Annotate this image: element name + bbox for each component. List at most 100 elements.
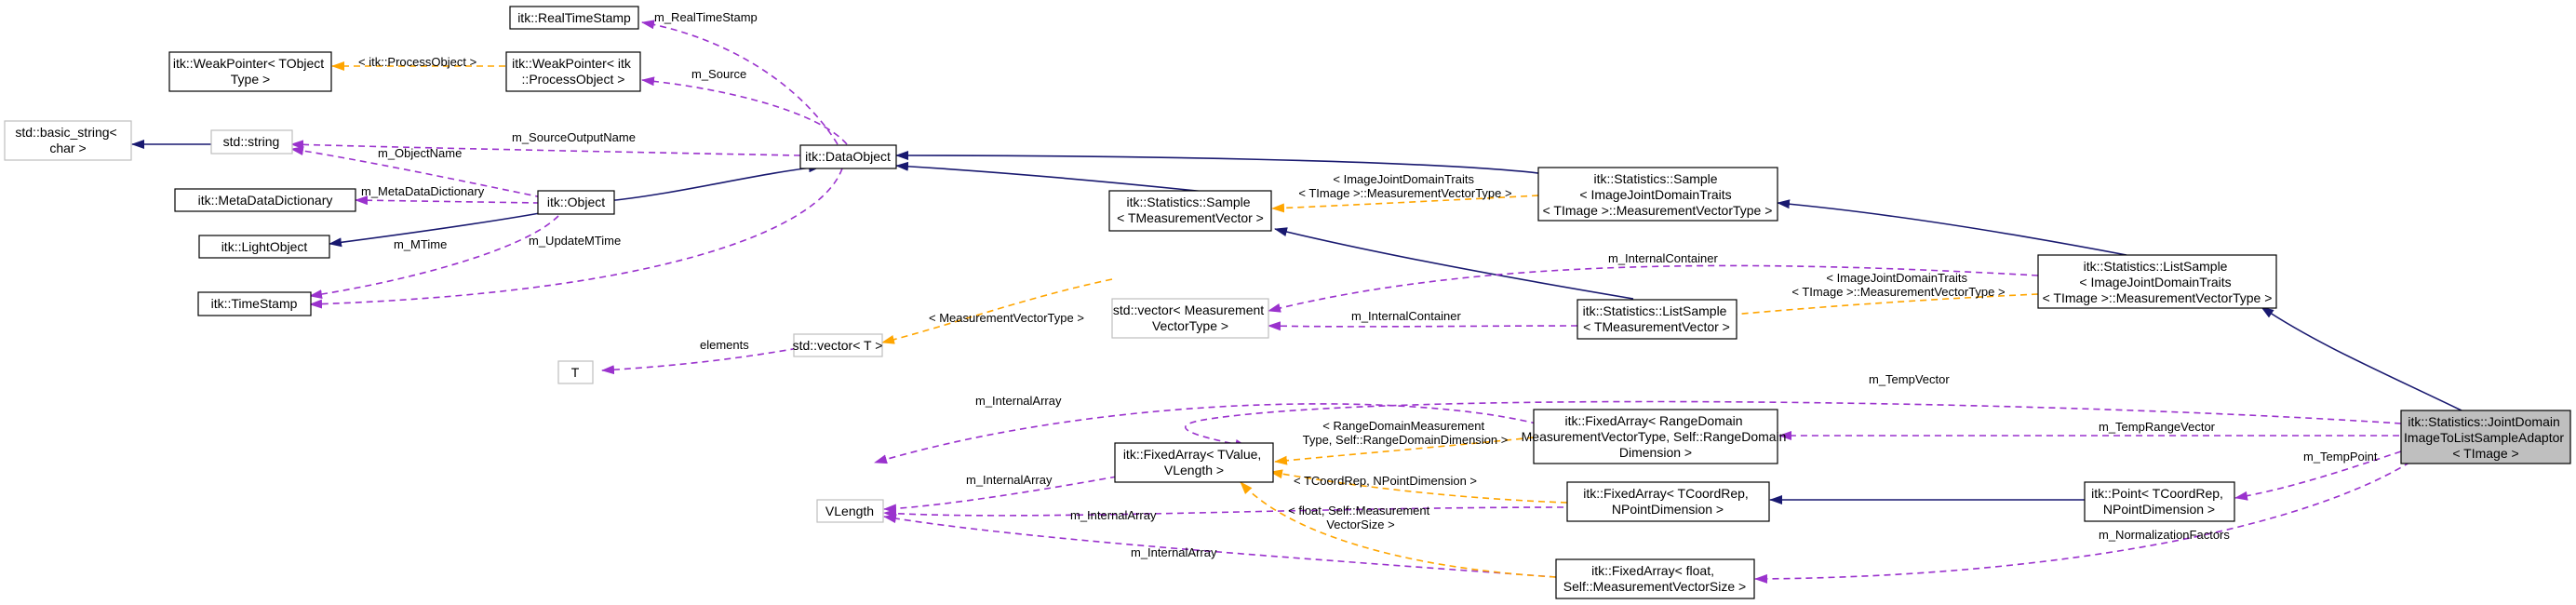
edge-inherit-listsample-joint-sample-joint — [1777, 199, 2127, 256]
node-basic-string[interactable]: std::basic_string< char > — [4, 120, 132, 161]
node-point-label: itk::Point< TCoordRep, NPointDimension > — [2091, 486, 2227, 517]
node-object[interactable]: itk::Object — [537, 190, 615, 215]
edge-member-internalcontainer-mid — [1268, 321, 1578, 331]
edge-member-elements — [601, 343, 820, 375]
label-tcoordrep-template: < TCoordRep, NPointDimension > — [1294, 474, 1477, 488]
node-fixedarray-tcoordrep[interactable]: itk::FixedArray< TCoordRep, NPointDimens… — [1566, 481, 1770, 522]
edge-member-internalarray-4 — [883, 514, 1557, 578]
edge-inherit-listsample-tmv-sample-tmv — [1274, 227, 1634, 300]
label-m-tempvector: m_TempVector — [1869, 372, 1950, 386]
node-std-vector-mvt[interactable]: std::vector< Measurement VectorType > — [1111, 298, 1269, 339]
node-fixedarray-float-line: itk::FixedArray< float, — [1591, 563, 1714, 578]
node-weakptr-tobject[interactable]: itk::WeakPointer< TObject Type > — [168, 51, 332, 92]
label-joint-traits-2-line: < ImageJointDomainTraits — [1826, 271, 1967, 285]
node-point-line: itk::Point< TCoordRep, — [2091, 486, 2223, 501]
node-fixedarray-tvalue[interactable]: itk::FixedArray< TValue, VLength > — [1114, 442, 1274, 483]
node-std-vector-mvt-line: std::vector< Measurement — [1113, 302, 1264, 317]
label-joint-traits-1: < ImageJointDomainTraits < TImage >::Mea… — [1298, 172, 1511, 200]
node-object-label: itk::Object — [547, 195, 605, 209]
edge-labels: m_RealTimeStamp < itk::ProcessObject > m… — [358, 10, 2378, 559]
node-lightobject[interactable]: itk::LightObject — [198, 235, 330, 259]
label-processobject: < itk::ProcessObject > — [358, 55, 476, 69]
node-basic-string-label: std::basic_string< char > — [15, 125, 120, 155]
node-adaptor-line: < TImage > — [2452, 446, 2518, 461]
node-fixedarray-tcoordrep-label: itk::FixedArray< TCoordRep, NPointDimens… — [1583, 486, 1751, 517]
node-sample-joint[interactable]: itk::Statistics::Sample < ImageJointDoma… — [1537, 167, 1778, 222]
edge-member-normalizationfactors — [1754, 455, 2421, 584]
edge-member-internalarray-2 — [883, 476, 1118, 514]
label-float-template: < float, Self::Measurement VectorSize > — [1288, 504, 1433, 531]
edge-template-float — [1240, 481, 1557, 578]
node-fixedarray-range-line: itk::FixedArray< RangeDomain — [1565, 413, 1743, 428]
node-fixedarray-tcoordrep-line: NPointDimension > — [1612, 502, 1724, 517]
node-lightobject-label: itk::LightObject — [221, 239, 308, 254]
label-joint-traits-2-line: < TImage >::MeasurementVectorType > — [1791, 285, 2005, 299]
node-t[interactable]: T — [557, 360, 594, 384]
node-fixedarray-range[interactable]: itk::FixedArray< RangeDomain Measurement… — [1522, 409, 1791, 464]
node-adaptor-label: itk::Statistics::JointDomain ImageToList… — [2404, 414, 2568, 461]
node-fixedarray-range-line: MeasurementVectorType, Self::RangeDomain — [1522, 429, 1787, 444]
label-range-template-line: < RangeDomainMeasurement — [1322, 419, 1484, 433]
node-timestamp[interactable]: itk::TimeStamp — [197, 291, 312, 316]
edge-member-internalarray-3 — [883, 506, 1564, 518]
node-basic-string-line: std::basic_string< — [15, 125, 116, 140]
node-listsample-tmv[interactable]: itk::Statistics::ListSample < TMeasureme… — [1576, 299, 1737, 340]
label-joint-traits-1-line: < TImage >::MeasurementVectorType > — [1298, 186, 1511, 200]
edge-member-metadatadictionary — [355, 195, 541, 206]
node-fixedarray-float[interactable]: itk::FixedArray< float, Self::Measuremen… — [1555, 558, 1755, 599]
label-m-temprangevector: m_TempRangeVector — [2099, 420, 2216, 434]
node-listsample-joint-line: itk::Statistics::ListSample — [2084, 259, 2228, 274]
edge-inherit-object-lightobject — [329, 212, 541, 248]
node-realtimestamp[interactable]: itk::RealTimeStamp — [509, 6, 639, 30]
label-m-internalarray-3: m_InternalArray — [1070, 508, 1157, 522]
node-adaptor-line: itk::Statistics::JointDomain — [2408, 414, 2559, 429]
node-std-string[interactable]: std::string — [210, 129, 293, 155]
node-weakptr-processobject-label: itk::WeakPointer< itk ::ProcessObject > — [512, 56, 635, 87]
label-m-temppoint: m_TempPoint — [2303, 450, 2378, 464]
node-metadatadictionary[interactable]: itk::MetaDataDictionary — [174, 188, 356, 212]
node-listsample-joint[interactable]: itk::Statistics::ListSample < ImageJoint… — [2037, 254, 2277, 309]
edge-template-range — [1274, 437, 1535, 465]
edge-member-internalcontainer-top — [1268, 264, 2039, 313]
label-range-template: < RangeDomainMeasurement Type, Self::Ran… — [1303, 419, 1509, 447]
node-t-label: T — [571, 365, 580, 380]
node-vlength[interactable]: VLength — [816, 499, 884, 523]
label-float-template-line: < float, Self::Measurement — [1288, 504, 1429, 518]
label-m-source: m_Source — [691, 67, 746, 81]
label-m-realtimestamp: m_RealTimeStamp — [654, 10, 758, 24]
node-vlength-label: VLength — [825, 504, 874, 518]
node-sample-tmv[interactable]: itk::Statistics::Sample < TMeasurementVe… — [1108, 190, 1272, 232]
label-elements: elements — [700, 338, 749, 352]
node-std-vector-t-label: std::vector< T > — [793, 338, 883, 353]
node-basic-string-line: char > — [49, 141, 86, 155]
node-fixedarray-tvalue-line: VLength > — [1164, 463, 1224, 477]
node-sample-tmv-line: itk::Statistics::Sample — [1127, 195, 1251, 209]
node-dataobject[interactable]: itk::DataObject — [799, 144, 897, 169]
nodes: itk::RealTimeStamp itk::WeakPointer< TOb… — [4, 6, 2571, 599]
node-metadatadictionary-label: itk::MetaDataDictionary — [198, 193, 333, 208]
node-std-string-label: std::string — [223, 134, 280, 149]
edge-member-sourceoutputname — [290, 140, 801, 156]
label-joint-traits-2: < ImageJointDomainTraits < TImage >::Mea… — [1791, 271, 2005, 299]
edge-inherit-adaptor-listsample-joint — [2261, 306, 2462, 411]
node-std-vector-mvt-label: std::vector< Measurement VectorType > — [1113, 302, 1268, 333]
label-m-internalarray-4: m_InternalArray — [1131, 545, 1217, 559]
node-sample-joint-line: < ImageJointDomainTraits — [1579, 187, 1731, 202]
node-point[interactable]: itk::Point< TCoordRep, NPointDimension > — [2084, 481, 2235, 522]
node-dataobject-label: itk::DataObject — [805, 149, 891, 164]
node-point-line: NPointDimension > — [2103, 502, 2215, 517]
edge-member-objectname — [290, 146, 543, 198]
edge-template-joint-sample — [1271, 195, 1539, 213]
edge-inherit-object-dataobject — [605, 163, 822, 202]
node-weakptr-processobject[interactable]: itk::WeakPointer< itk ::ProcessObject > — [505, 51, 641, 92]
edge-member-mtime — [309, 215, 559, 300]
node-listsample-joint-line: < ImageJointDomainTraits — [2079, 275, 2231, 289]
node-listsample-joint-line: < TImage >::MeasurementVectorType > — [2043, 290, 2273, 305]
node-fixedarray-float-label: itk::FixedArray< float, Self::Measuremen… — [1563, 563, 1747, 594]
node-weakptr-tobject-label: itk::WeakPointer< TObject Type > — [173, 56, 328, 87]
node-adaptor[interactable]: itk::Statistics::JointDomain ImageToList… — [2400, 410, 2571, 464]
node-listsample-tmv-line: < TMeasurementVector > — [1583, 319, 1730, 334]
label-m-internalarray-top: m_InternalArray — [975, 394, 1062, 408]
node-std-vector-t[interactable]: std::vector< T > — [793, 333, 883, 357]
